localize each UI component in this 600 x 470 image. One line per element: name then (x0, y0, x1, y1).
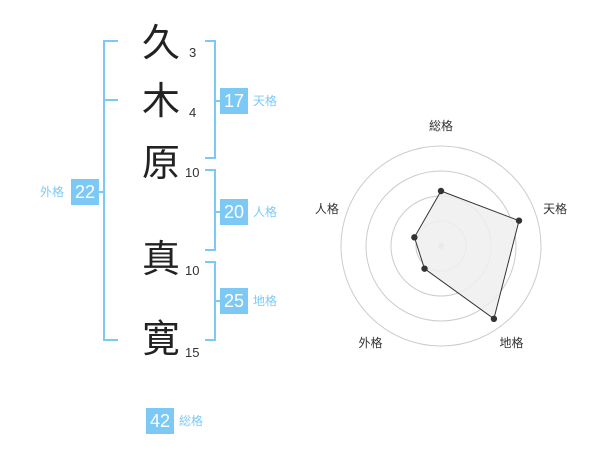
radar-point-3 (490, 315, 498, 323)
jinkaku-bracket (205, 169, 216, 251)
name-char-4: 真 (141, 237, 180, 281)
tenkaku-badge: 17 (220, 88, 248, 114)
radar-axis-label-4: 外格 (358, 335, 382, 350)
gaikaku-badge: 22 (71, 179, 99, 205)
name-char-5: 寛 (141, 317, 180, 361)
soukaku-label: 総格 (179, 414, 204, 428)
jinkaku-label: 人格 (253, 205, 278, 219)
name-char-2: 木 (141, 79, 180, 123)
chikaku-badge: 25 (220, 288, 248, 314)
stroke-count-2: 4 (189, 105, 197, 120)
radar-ring-4 (340, 145, 542, 347)
stroke-count-4: 10 (185, 263, 200, 278)
radar-point-1 (437, 187, 445, 195)
gaikaku-label: 外格 (40, 185, 65, 199)
radar-ring-3 (365, 170, 517, 322)
tenkaku-label: 天格 (253, 94, 278, 108)
radar-axis-label-3: 地格 (499, 335, 523, 350)
radar-axis-label-2: 天格 (543, 201, 567, 216)
radar-point-4 (421, 265, 428, 272)
gaikaku-bracket (103, 40, 118, 341)
radar-axis-label-5: 人格 (315, 201, 339, 216)
name-char-1: 久 (141, 21, 180, 65)
radar-polygon (413, 190, 520, 320)
tenkaku-bracket (205, 40, 216, 159)
radar-point-2 (515, 217, 523, 224)
chikaku-label: 地格 (253, 294, 278, 308)
jinkaku-badge: 20 (220, 199, 248, 225)
name-char-3: 原 (141, 141, 180, 185)
stroke-count-5: 15 (185, 345, 200, 360)
radar-point-5 (411, 234, 418, 241)
radar-axis-label-1: 総格 (429, 118, 453, 133)
stroke-count-1: 3 (189, 45, 197, 60)
soukaku-badge: 42 (146, 408, 174, 434)
stroke-count-3: 10 (185, 165, 200, 180)
